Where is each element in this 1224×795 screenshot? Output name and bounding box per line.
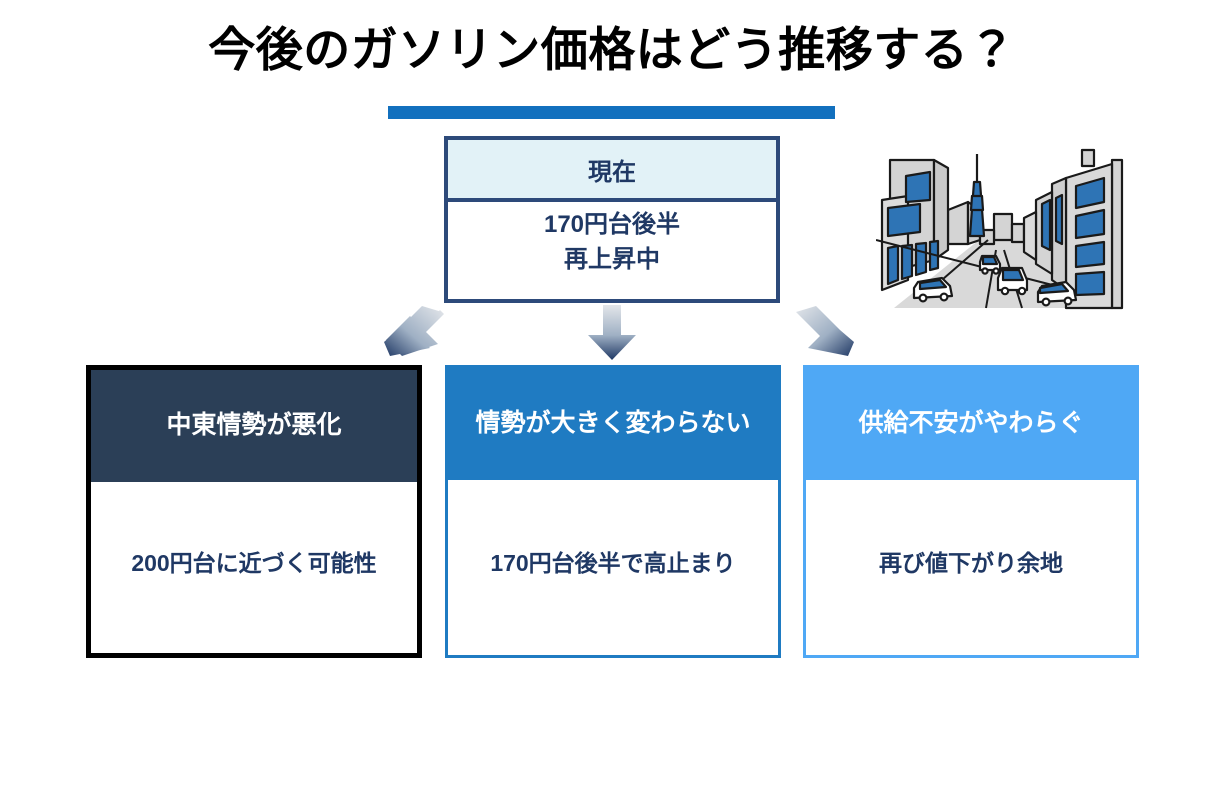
arrow-down-right-icon (790, 298, 860, 360)
title-accent-bar (388, 106, 835, 119)
scenario-body-1: 200円台に近づく可能性 (131, 549, 377, 576)
city-street-illustration (875, 140, 1124, 322)
scenario-body-2: 170円台後半で高止まり (490, 549, 736, 576)
scenario-box-3: 供給不安がやわらぐ 再び値下がり余地 (803, 365, 1139, 658)
current-state-body: 170円台後半 再上昇中 (448, 202, 776, 299)
scenario-header-3: 供給不安がやわらぐ (806, 368, 1136, 480)
scenario-header-2: 情勢が大きく変わらない (448, 368, 778, 480)
page-title: 今後のガソリン価格はどう推移する？ (208, 23, 1016, 76)
current-state-header: 現在 (448, 140, 776, 202)
scenario-body-3: 再び値下がり余地 (879, 549, 1063, 576)
current-state-line-2: 再上昇中 (564, 245, 660, 273)
current-state-box: 現在 170円台後半 再上昇中 (444, 136, 780, 303)
current-state-line-1: 170円台後半 (543, 211, 681, 239)
scenario-header-1: 中東情勢が悪化 (91, 370, 417, 482)
arrow-down-left-icon (378, 298, 448, 360)
arrow-down-icon (586, 305, 638, 361)
scenario-box-1: 中東情勢が悪化 200円台に近づく可能性 (86, 365, 422, 658)
scenario-box-2: 情勢が大きく変わらない 170円台後半で高止まり (445, 365, 781, 658)
